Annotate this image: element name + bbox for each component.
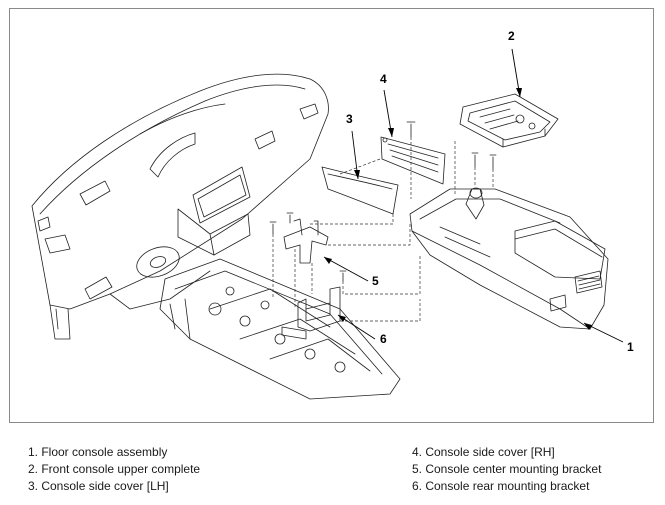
legend-right-column: 4. Console side cover [RH] 5. Console ce… bbox=[412, 444, 601, 495]
rear-mounting-bracket-drawing bbox=[281, 286, 341, 340]
legend-item: 4. Console side cover [RH] bbox=[412, 445, 555, 459]
legend-item: 2. Front console upper complete bbox=[28, 462, 201, 476]
callout-1: 1 bbox=[627, 340, 634, 354]
side-cover-lh-drawing bbox=[321, 166, 399, 215]
side-cover-rh-drawing bbox=[380, 136, 446, 185]
legend-item: 6. Console rear mounting bracket bbox=[412, 479, 590, 493]
leader-arrowheads bbox=[324, 88, 592, 330]
screws-drawing bbox=[269, 121, 497, 282]
legend-left-column: 1. Floor console assembly 2. Front conso… bbox=[28, 444, 200, 495]
floor-console-assembly-drawing bbox=[409, 187, 609, 330]
center-mounting-bracket-drawing bbox=[283, 218, 329, 264]
floor-frame-drawing bbox=[159, 258, 401, 400]
leader-lines bbox=[323, 48, 624, 343]
callout-5: 5 bbox=[372, 274, 379, 288]
assembly-guide-lines bbox=[272, 137, 494, 322]
callout-3: 3 bbox=[346, 112, 353, 126]
front-console-upper-drawing bbox=[459, 93, 559, 148]
legend-item: 5. Console center mounting bracket bbox=[412, 462, 602, 476]
dashboard-drawing bbox=[31, 73, 329, 340]
callout-2: 2 bbox=[508, 29, 515, 43]
exploded-diagram-frame: 2 4 3 1 5 6 bbox=[9, 8, 654, 423]
legend-item: 1. Floor console assembly bbox=[28, 445, 168, 459]
legend-item: 3. Console side cover [LH] bbox=[28, 479, 169, 493]
callout-4: 4 bbox=[380, 72, 387, 86]
callout-6: 6 bbox=[380, 332, 387, 346]
exploded-view-illustration: 2 4 3 1 5 6 bbox=[31, 29, 634, 400]
